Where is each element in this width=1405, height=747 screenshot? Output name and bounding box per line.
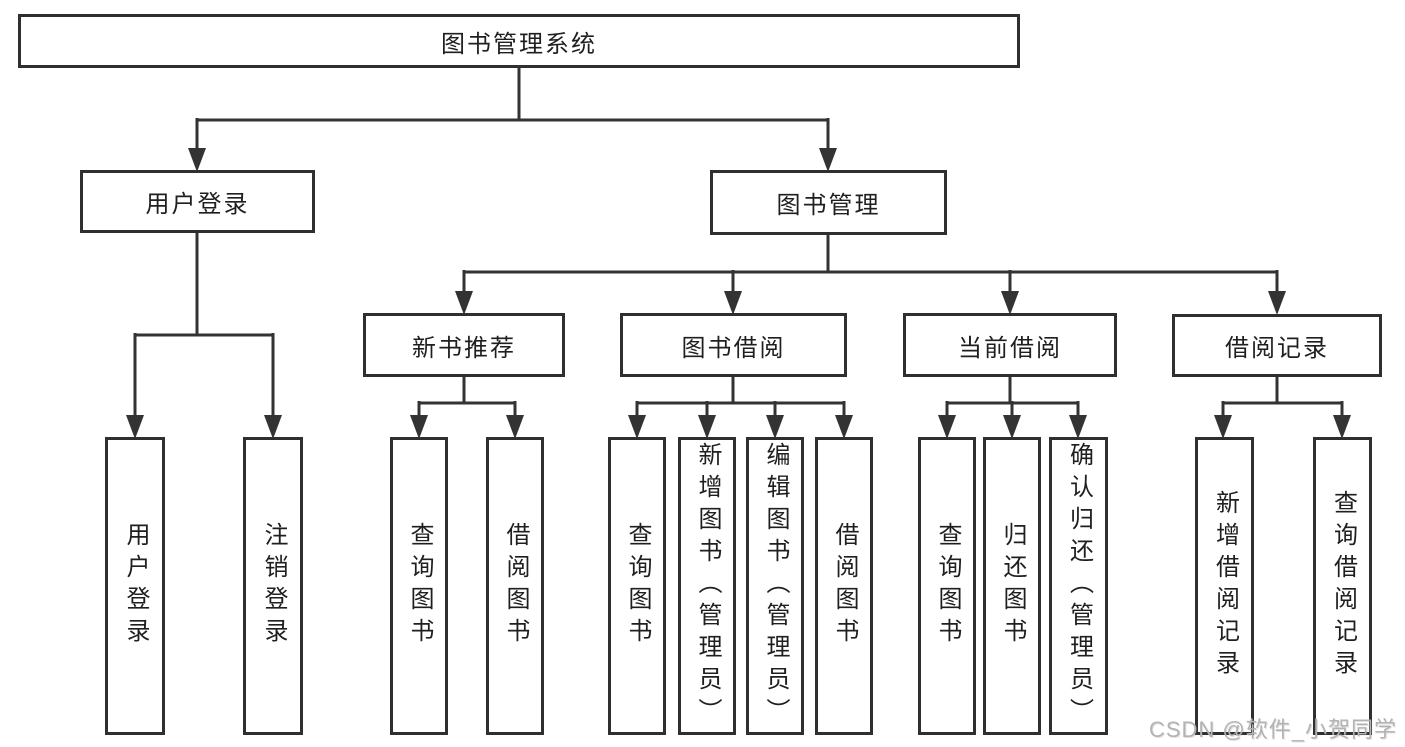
arrow-icon xyxy=(628,415,646,439)
arrow-icon xyxy=(455,291,473,315)
arrow-icon xyxy=(819,148,837,172)
arrow-icon xyxy=(126,415,144,439)
leaf-label: 查询图书 xyxy=(934,522,961,650)
leaf-borrow-books: 借阅图书 xyxy=(486,437,544,735)
leaf-label: 查询借阅记录 xyxy=(1329,490,1357,682)
arrow-icon xyxy=(506,415,524,439)
leaf-label: 注销登录 xyxy=(260,522,287,650)
node-new-book-recommend: 新书推荐 xyxy=(363,313,565,377)
node-book-management-branch: 图书管理 xyxy=(710,170,947,235)
arrow-icon xyxy=(1069,415,1087,439)
leaf-label: 借阅图书 xyxy=(831,522,858,650)
node-current-borrow: 当前借阅 xyxy=(903,313,1117,377)
arrow-icon xyxy=(1214,415,1232,439)
arrow-icon xyxy=(1333,415,1351,439)
leaf-query-books: 查询图书 xyxy=(390,437,448,735)
arrow-icon xyxy=(938,415,956,439)
arrowheads xyxy=(126,148,1351,439)
leaf-confirm-return-admin: 确认归还（管理员） xyxy=(1049,437,1108,735)
arrow-icon xyxy=(766,415,784,439)
leaf-query-books: 查询图书 xyxy=(918,437,976,735)
arrow-icon xyxy=(724,291,742,315)
arrow-icon xyxy=(264,415,282,439)
leaf-add-books-admin: 新增图书（管理员） xyxy=(678,437,736,735)
arrow-icon xyxy=(835,415,853,439)
arrow-icon xyxy=(1001,291,1019,315)
leaf-label: 新增图书（管理员） xyxy=(694,442,721,730)
arrow-icon xyxy=(410,415,428,439)
leaf-query-books: 查询图书 xyxy=(608,437,666,735)
arrow-icon xyxy=(1268,291,1286,315)
arrow-icon xyxy=(698,415,716,439)
leaf-label: 编辑图书（管理员） xyxy=(762,442,789,730)
leaf-label: 用户登录 xyxy=(122,522,149,650)
leaf-user-login: 用户登录 xyxy=(105,437,165,735)
arrow-icon xyxy=(1003,415,1021,439)
leaf-add-borrow-record: 新增借阅记录 xyxy=(1195,437,1254,735)
node-library-system: 图书管理系统 xyxy=(18,14,1020,68)
leaf-label: 查询图书 xyxy=(406,522,433,650)
leaf-logout: 注销登录 xyxy=(243,437,303,735)
leaf-return-books: 归还图书 xyxy=(983,437,1041,735)
node-book-borrow: 图书借阅 xyxy=(620,313,847,377)
arrow-icon xyxy=(188,148,206,172)
leaf-query-borrow-record: 查询借阅记录 xyxy=(1313,437,1372,735)
csdn-watermark: CSDN @软件_小贺同学 xyxy=(1148,717,1397,742)
leaf-label: 借阅图书 xyxy=(502,522,529,650)
leaf-label: 归还图书 xyxy=(999,522,1026,650)
leaf-label: 确认归还（管理员） xyxy=(1065,442,1093,730)
tree-edges xyxy=(133,66,1344,419)
node-user-login-branch: 用户登录 xyxy=(80,170,315,233)
leaf-label: 查询图书 xyxy=(624,522,651,650)
leaf-label: 新增借阅记录 xyxy=(1211,490,1239,682)
leaf-borrow-books: 借阅图书 xyxy=(815,437,873,735)
leaf-edit-books-admin: 编辑图书（管理员） xyxy=(746,437,804,735)
node-borrow-records: 借阅记录 xyxy=(1172,314,1382,377)
